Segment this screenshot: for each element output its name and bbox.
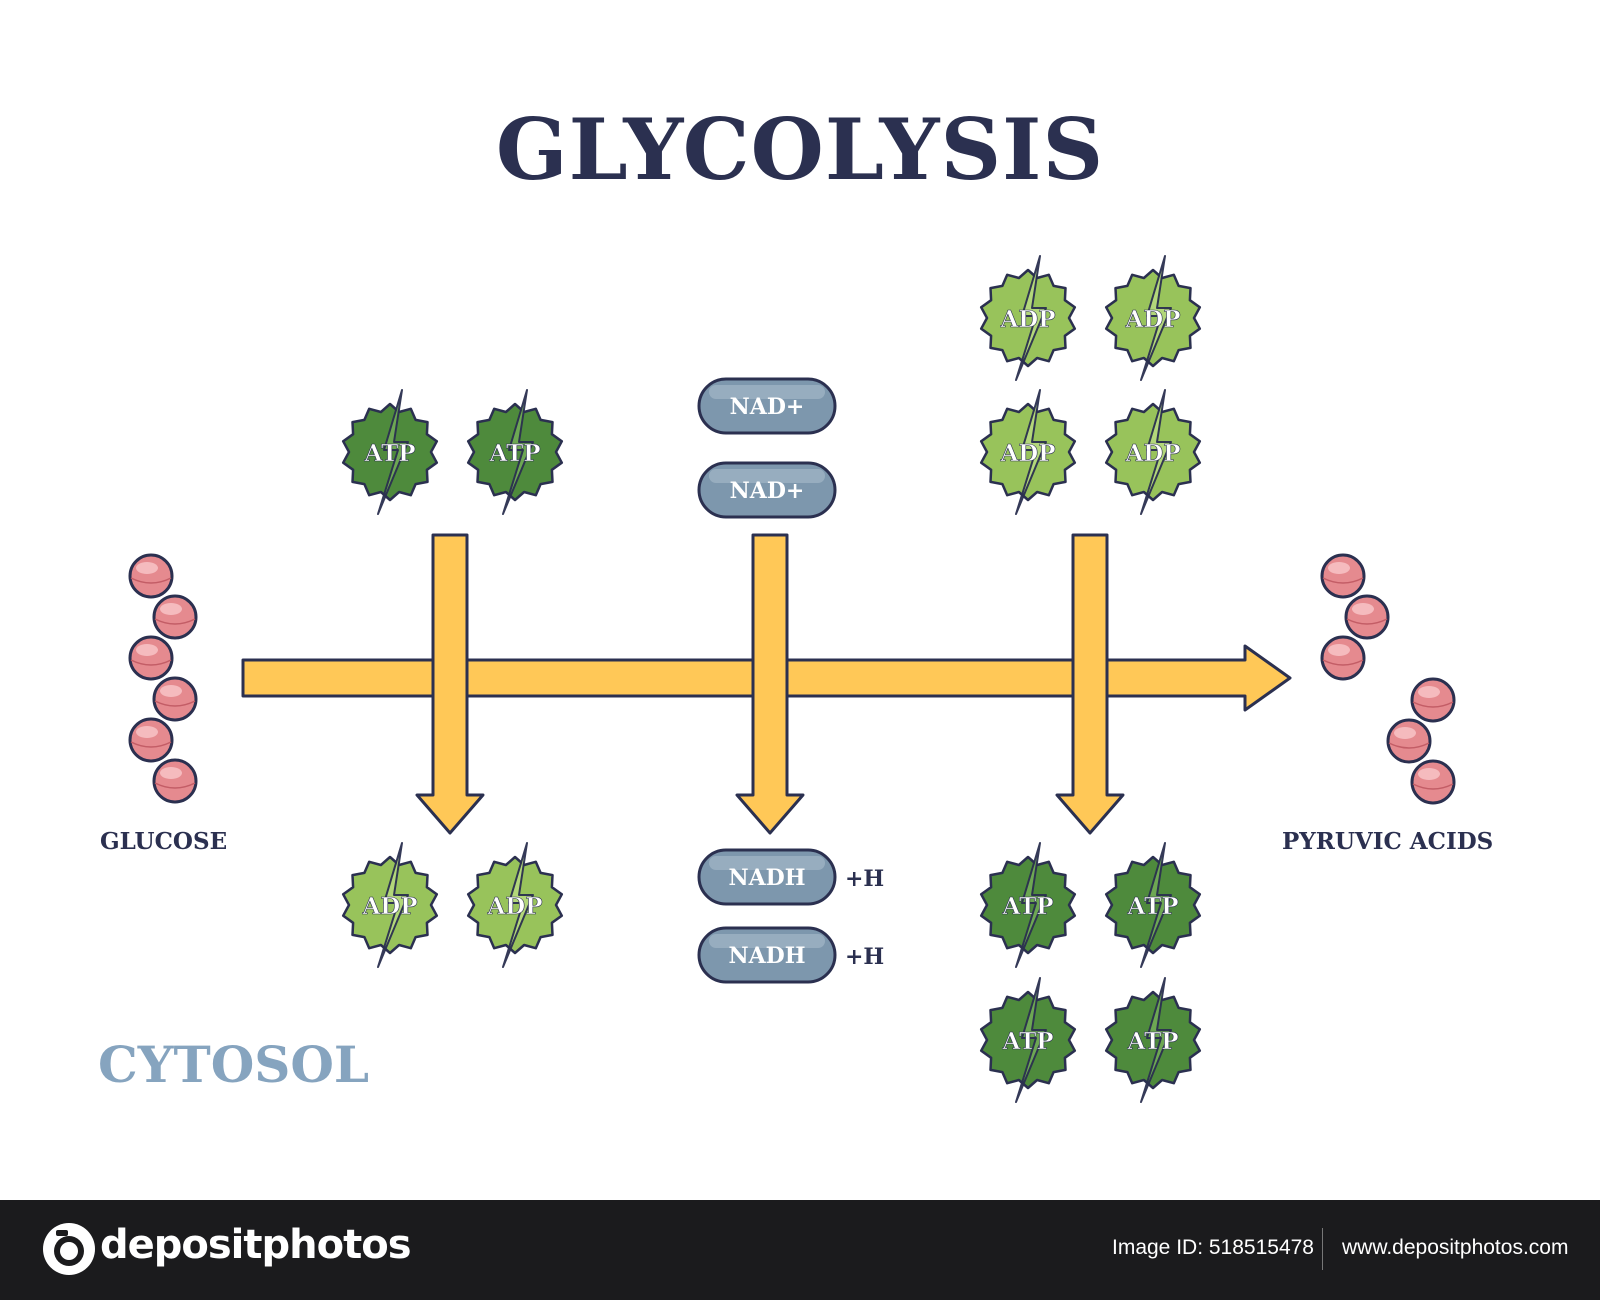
atp-molecule: ATP [1104,842,1202,968]
adp-molecule: ADP [466,842,564,968]
image-id: Image ID: 518515478 [1112,1236,1314,1259]
diagram-title: GLYCOLYSIS [495,100,1105,199]
camera-logo-icon [43,1223,95,1275]
glucose-unit [152,594,198,640]
adp-label: ADP [486,893,542,920]
adp-molecule: ADP [341,842,439,968]
pyruvate-b-unit [1386,718,1432,764]
pyruvic-acids-label: PYRUVIC ACIDS [1282,828,1494,855]
diagram-artwork: ATP ATP ADP ADP ADP ADP ADP ADP ATP ATP ATP ATP NAD… [128,255,1456,1103]
nad-label: NAD+ [730,394,805,420]
step1-down-arrow [415,533,485,835]
cytosol-label: CYTOSOL [98,1035,370,1094]
nad-pill: NAD+ [697,377,837,435]
footer-divider [1322,1228,1323,1270]
atp-molecule: ATP [1104,977,1202,1103]
atp-molecule: ATP [979,977,1077,1103]
nad-pill: NAD+ [697,461,837,519]
atp-molecule: ATP [979,842,1077,968]
adp-molecule: ADP [1104,255,1202,381]
atp-label: ATP [1002,1028,1054,1055]
atp-label: ATP [1002,893,1054,920]
atp-molecule: ATP [466,389,564,515]
step2-down-arrow [735,533,805,835]
glucose-unit [128,717,174,763]
atp-label: ATP [364,440,416,467]
atp-label: ATP [1127,1028,1179,1055]
glucose-unit [152,676,198,722]
adp-molecule: ADP [979,255,1077,381]
adp-label: ADP [999,440,1055,467]
brand-logo: depositphotos [100,1222,412,1268]
pyruvate-a-unit [1320,635,1366,681]
adp-label: ADP [361,893,417,920]
site-url[interactable]: www.depositphotos.com [1342,1236,1569,1259]
pyruvate-a-unit [1344,594,1390,640]
atp-label: ATP [1127,893,1179,920]
glucose-unit [128,553,174,599]
adp-label: ADP [999,306,1055,333]
nadh-label: NADH [728,865,805,891]
nadh-pill: NADH [697,926,837,984]
pyruvate-b-unit [1410,759,1456,805]
atp-molecule: ATP [341,389,439,515]
adp-label: ADP [1124,440,1180,467]
pyruvate-a-unit [1320,553,1366,599]
adp-molecule: ADP [979,389,1077,515]
nadh-pill: NADH [697,848,837,906]
pyruvate-b-unit [1410,677,1456,723]
nad-label: NAD+ [730,478,805,504]
glucose-unit [128,635,174,681]
nadh-h-label-2: +H [845,944,884,970]
adp-molecule: ADP [1104,389,1202,515]
glucose-unit [152,758,198,804]
atp-label: ATP [489,440,541,467]
adp-label: ADP [1124,306,1180,333]
footer-bar: depositphotos Image ID: 518515478 www.de… [0,1200,1600,1300]
glucose-label: GLUCOSE [100,828,228,855]
nadh-label: NADH [728,943,805,969]
nadh-h-label-1: +H [845,866,884,892]
step3-down-arrow [1055,533,1125,835]
